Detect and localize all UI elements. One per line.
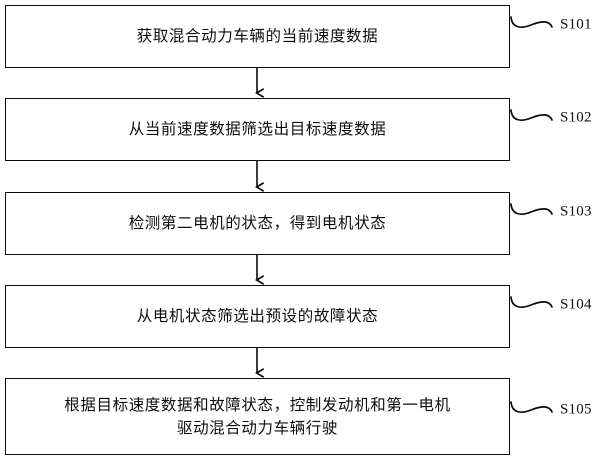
step-text-s103: 检测第二电机的状态，得到电机状态 (128, 214, 387, 233)
step-label-s101: S101 (560, 16, 592, 33)
step-box-s105[interactable]: 根据目标速度数据和故障状态，控制发动机和第一电机 驱动混合动力车辆行驶 (5, 378, 510, 455)
step-label-s104: S104 (560, 296, 592, 313)
step-text-s104: 从电机状态筛选出预设的故障状态 (136, 307, 379, 326)
leader-squiggle-s105 (510, 401, 553, 413)
leader-squiggle-s103 (510, 203, 553, 215)
step-text-s105: 根据目标速度数据和故障状态，控制发动机和第一电机 驱动混合动力车辆行驶 (64, 396, 451, 437)
step-label-s105: S105 (560, 401, 592, 418)
step-box-s101[interactable]: 获取混合动力车辆的当前速度数据 (5, 5, 510, 68)
step-label-s103: S103 (560, 203, 592, 220)
leader-squiggle-s104 (510, 296, 553, 308)
step-label-s102: S102 (560, 109, 592, 126)
step-box-s102[interactable]: 从当前速度数据筛选出目标速度数据 (5, 98, 510, 161)
step-text-s101: 获取混合动力车辆的当前速度数据 (136, 27, 379, 46)
leader-squiggle-s102 (510, 109, 553, 121)
step-box-s103[interactable]: 检测第二电机的状态，得到电机状态 (5, 192, 510, 255)
step-text-s102: 从当前速度数据筛选出目标速度数据 (128, 120, 387, 139)
step-box-s104[interactable]: 从电机状态筛选出预设的故障状态 (5, 285, 510, 348)
leader-squiggle-s101 (510, 16, 553, 28)
